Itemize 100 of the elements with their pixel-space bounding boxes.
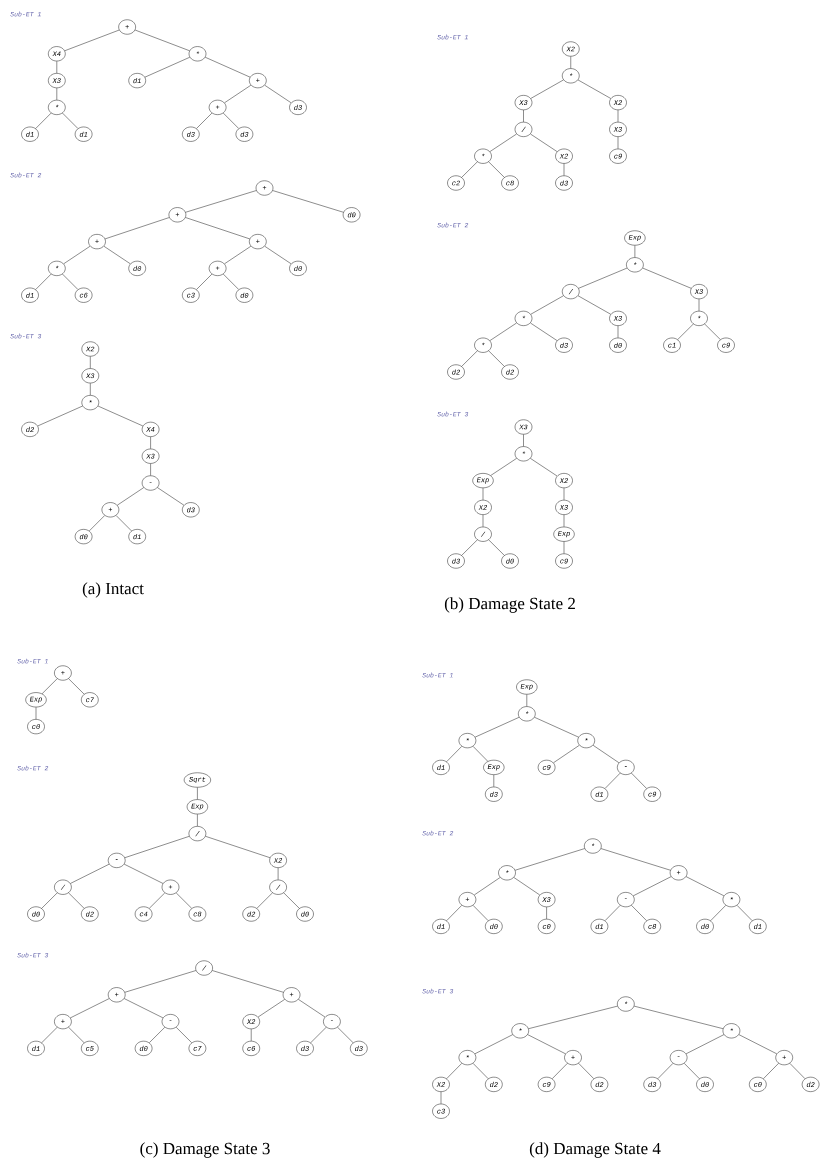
tree-branch xyxy=(528,1005,618,1029)
tree-branch xyxy=(489,322,517,341)
tree-branch xyxy=(578,1063,594,1079)
tree-branch xyxy=(513,877,540,896)
tree-branch xyxy=(197,814,198,827)
tree-branch xyxy=(633,876,672,897)
tree-branch xyxy=(62,112,79,129)
tree-branch xyxy=(530,79,564,99)
tree-branch xyxy=(90,356,91,369)
tree-branch xyxy=(149,892,166,909)
tree-branch xyxy=(90,383,91,396)
tree-branch xyxy=(631,772,647,789)
tree-branch xyxy=(63,245,91,265)
tree-branch xyxy=(642,267,692,289)
tree-branch xyxy=(446,905,462,921)
tree-branch xyxy=(685,876,725,897)
tree-branch xyxy=(97,405,144,427)
tree-branch xyxy=(563,514,565,527)
tree-branch xyxy=(657,1063,674,1079)
tree-branch xyxy=(738,1034,777,1055)
tree-branch xyxy=(474,877,501,896)
tree-branch xyxy=(205,836,271,858)
tree-branch xyxy=(68,892,85,909)
tree-branch xyxy=(563,541,565,554)
tree-branch xyxy=(440,1091,442,1104)
tree-branch xyxy=(698,298,700,312)
tree-branch xyxy=(41,1027,58,1043)
tree-branch xyxy=(68,1027,85,1043)
tree-branch xyxy=(212,970,284,993)
tree-branch xyxy=(257,999,285,1018)
tree-branch xyxy=(488,350,505,367)
tree-branch xyxy=(35,707,37,720)
tree-branch xyxy=(103,245,131,265)
tree-branch xyxy=(530,133,558,152)
tree-branch xyxy=(62,273,79,290)
tree-branch xyxy=(205,57,251,78)
tree-branch xyxy=(144,57,190,78)
tree-branch xyxy=(685,1034,725,1055)
tree-branch xyxy=(256,892,273,909)
tree-branch xyxy=(530,458,558,477)
tree-branch xyxy=(604,905,621,921)
tree-branch xyxy=(617,136,619,149)
tree-branch xyxy=(482,514,484,527)
tree-branch xyxy=(461,350,478,367)
tree-branch xyxy=(56,61,58,74)
tree-branch xyxy=(37,405,83,427)
tree-branch xyxy=(35,273,52,290)
tree-branch xyxy=(157,487,185,506)
tree-branch xyxy=(150,463,151,476)
tree-branch xyxy=(552,1063,568,1079)
tree-branch xyxy=(149,1027,166,1043)
tree-branch xyxy=(185,217,250,240)
tree-branch xyxy=(534,717,579,738)
tree-branch xyxy=(577,79,611,99)
tree-branch xyxy=(489,133,517,152)
tree-branch xyxy=(250,1028,252,1042)
tree-branch xyxy=(482,487,484,501)
tree-branch xyxy=(631,905,647,921)
tree-branch xyxy=(446,1063,462,1079)
tree-branch xyxy=(298,999,326,1018)
tree-branch xyxy=(124,836,190,858)
tree-branch xyxy=(70,998,110,1019)
tree-branch xyxy=(677,323,694,340)
tree-branch xyxy=(124,863,164,884)
tree-branch xyxy=(604,772,621,789)
tree-branch xyxy=(68,678,85,695)
tree-branch xyxy=(490,458,517,476)
tree-branch xyxy=(283,892,300,909)
tree-branch xyxy=(196,273,213,290)
tree-branch xyxy=(56,87,58,101)
tree-branch xyxy=(89,515,105,532)
tree-branch xyxy=(175,1027,192,1043)
tree-branch xyxy=(117,487,144,506)
tree-branch xyxy=(474,717,520,738)
tree-branch xyxy=(553,745,580,763)
tree-branch xyxy=(633,1005,724,1029)
tree-branch xyxy=(530,295,564,315)
tree-branch xyxy=(310,1027,327,1043)
tree-branch xyxy=(530,322,558,341)
tree-branch xyxy=(224,84,252,104)
tree-branch xyxy=(523,434,524,447)
tree-branch xyxy=(563,487,565,501)
tree-branch xyxy=(41,678,58,694)
tree-branch xyxy=(175,892,192,909)
tree-branch xyxy=(592,745,620,763)
tree-branch xyxy=(710,905,726,921)
tree-branch xyxy=(35,112,52,129)
tree-branch xyxy=(577,295,611,315)
tree-branch xyxy=(104,217,170,240)
tree-branch xyxy=(763,1063,779,1079)
tree-branch xyxy=(736,905,753,921)
panel-caption: (c) Damage State 3 xyxy=(140,1142,270,1158)
tree-branch xyxy=(617,109,619,123)
tree-branch xyxy=(223,112,239,129)
tree-branch xyxy=(264,84,292,104)
tree-branch xyxy=(684,1063,700,1079)
tree-branch xyxy=(264,245,292,265)
tree-branch xyxy=(277,867,279,880)
tree-branch xyxy=(488,161,505,178)
tree-branch xyxy=(474,1034,513,1055)
